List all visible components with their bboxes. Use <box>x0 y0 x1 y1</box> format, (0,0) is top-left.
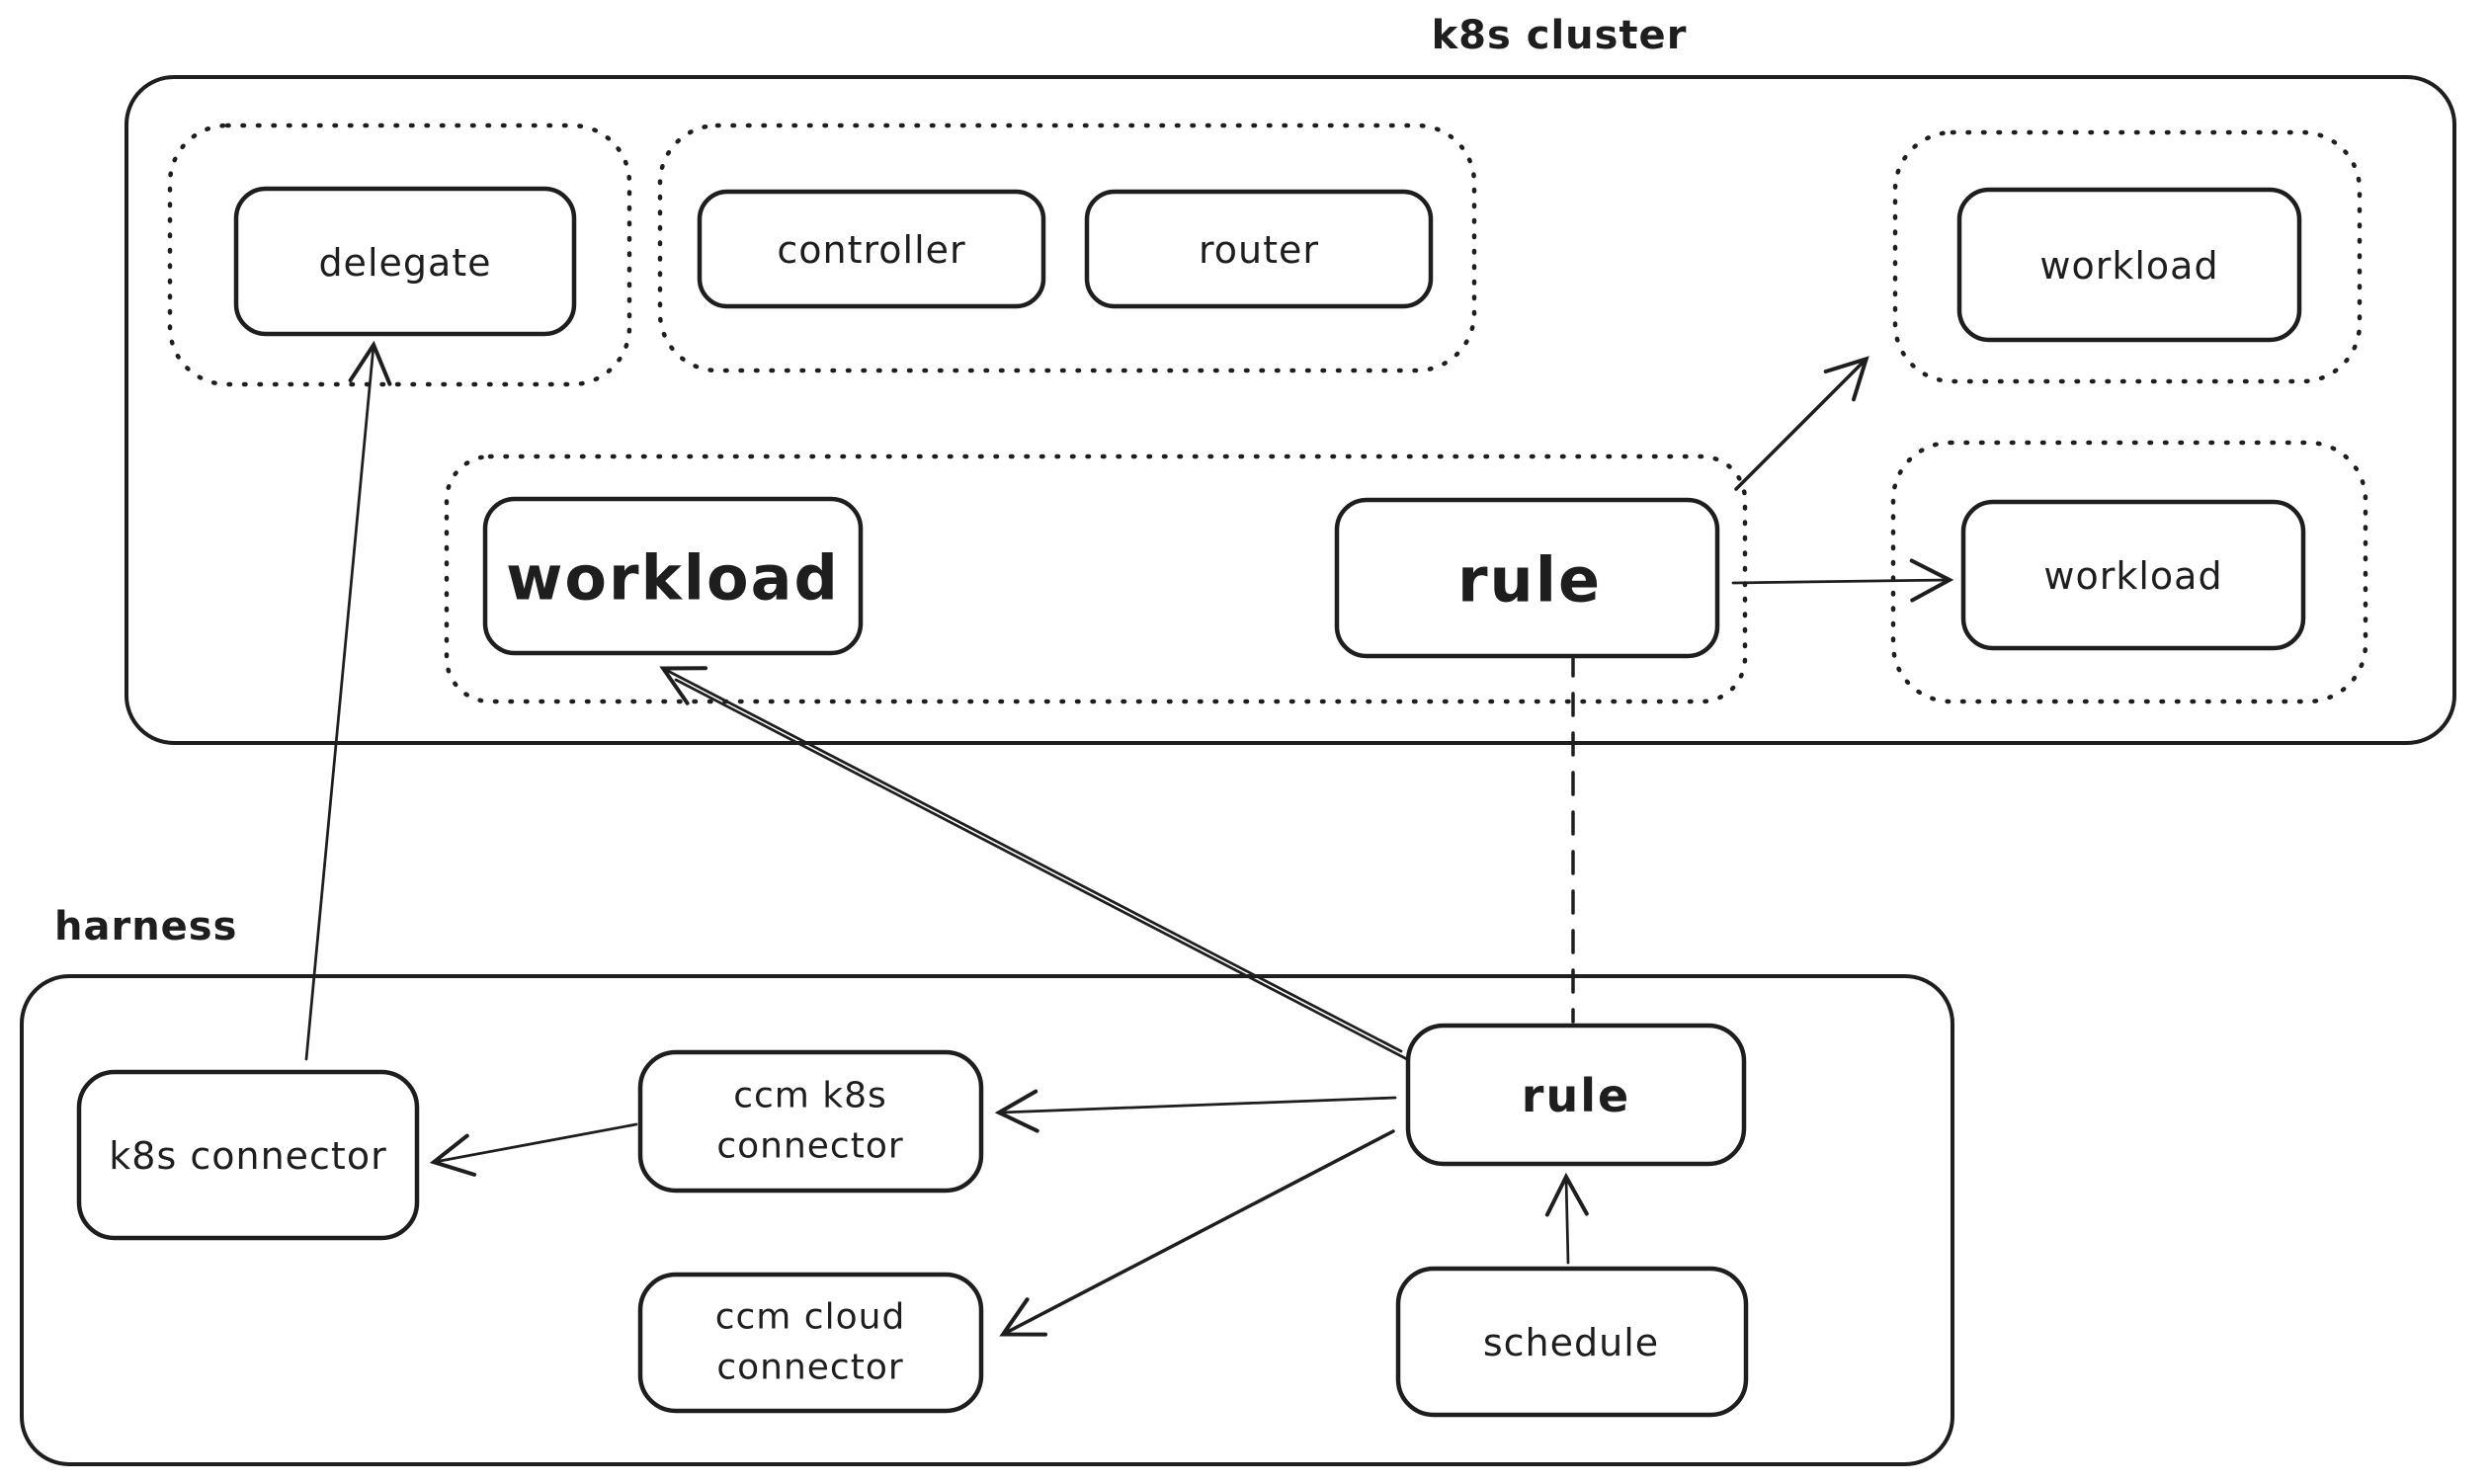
router-label: router <box>1199 228 1319 272</box>
node-rule-harness: rule <box>1405 1023 1747 1167</box>
edge-rule-to-workload-right <box>1731 558 1954 603</box>
delegate-label: delegate <box>318 241 491 285</box>
edge-rule-to-ccm-k8s-connector <box>994 1089 1397 1133</box>
k8s-cluster-container <box>125 75 2456 745</box>
workload-rule-dotted-group <box>444 453 1748 704</box>
node-ccm-k8s-connector: ccm k8s connector <box>637 1049 984 1194</box>
node-delegate: delegate <box>233 186 577 337</box>
workload-main-label: workload <box>506 542 840 615</box>
edge-rule-to-workload-top-right <box>1734 356 1869 491</box>
edge-ccm-k8s-to-k8s-connector <box>429 1122 638 1177</box>
controller-label: controller <box>777 228 965 272</box>
node-workload-right: workload <box>1960 499 2306 651</box>
schedule-label: schedule <box>1483 1321 1659 1364</box>
workload-right-dotted-group <box>1890 440 2368 704</box>
ccm-cloud-connector-label-line1: ccm cloud <box>715 1297 906 1338</box>
k8s-cluster-title: k8s cluster <box>1432 13 1688 58</box>
harness-title: harness <box>54 904 237 949</box>
k8s-connector-label: k8s connector <box>109 1134 386 1178</box>
node-rule-k8s: rule <box>1334 497 1720 659</box>
node-workload-top-right: workload <box>1956 187 2302 343</box>
harness-container <box>20 974 1954 1466</box>
ccm-k8s-connector-label-line2: connector <box>716 1126 903 1167</box>
node-k8s-connector: k8s connector <box>76 1069 420 1241</box>
node-controller: controller <box>697 189 1046 309</box>
ccm-cloud-connector-label-line2: connector <box>716 1348 903 1388</box>
edge-rule-to-ccm-cloud-connector <box>999 1129 1395 1337</box>
edge-schedule-to-rule <box>1544 1172 1589 1265</box>
node-router: router <box>1084 189 1434 309</box>
rule-harness-label: rule <box>1522 1069 1630 1122</box>
edge-k8s-connector-to-delegate <box>304 340 392 1061</box>
ccm-k8s-connector-label-line1: ccm k8s <box>733 1076 887 1116</box>
workload-top-right-label: workload <box>2039 244 2218 288</box>
edge-rule-harness-to-workload-main <box>659 666 1409 1061</box>
node-schedule: schedule <box>1395 1266 1749 1418</box>
node-ccm-cloud-connector: ccm cloud connector <box>637 1272 984 1414</box>
rule-k8s-label: rule <box>1457 544 1602 617</box>
workload-top-right-dotted-group <box>1892 129 2363 384</box>
node-workload-main: workload <box>482 496 864 656</box>
workload-right-label: workload <box>2043 554 2222 598</box>
delegate-dotted-group <box>167 123 632 387</box>
